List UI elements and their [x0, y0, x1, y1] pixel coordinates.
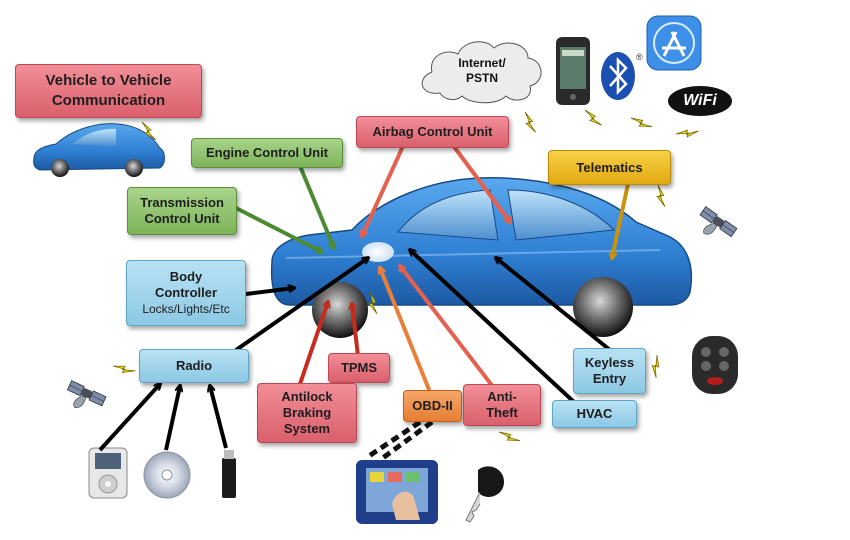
radio-box: Radio [139, 349, 249, 383]
obd-ii-box: OBD-II [403, 390, 462, 422]
v2v-communication-box: Vehicle to Vehicle Communication [15, 64, 202, 118]
obd-cable [364, 419, 422, 461]
cloud-shape [421, 41, 542, 104]
car-key-icon [465, 466, 504, 523]
key-fob-icon [692, 336, 738, 394]
satellite-icon [61, 380, 107, 419]
usb-drive-icon [222, 450, 236, 498]
airbag-control-unit-box: Airbag Control Unit [356, 116, 509, 148]
wifi-icon [668, 86, 732, 116]
ipod-icon [88, 447, 128, 499]
wifi-label: WiFi [683, 92, 717, 109]
body-controller-subtitle: Locks/Lights/Etc [142, 302, 230, 316]
body-controller-title: Body Controller [154, 269, 218, 300]
v2v-car-illustration [33, 123, 165, 177]
satellite-icon [692, 206, 738, 248]
bluetooth-registered-mark: ® [636, 52, 643, 62]
obd-cable [378, 419, 434, 463]
main-car-illustration [270, 177, 693, 306]
telematics-box: Telematics [548, 150, 671, 185]
diagnostic-tablet-icon [356, 460, 438, 524]
rear-wheel [573, 277, 633, 337]
internet-pstn-label: Internet/ PSTN [458, 56, 506, 85]
keyless-entry-box: Keyless Entry [573, 348, 646, 394]
tpms-box: TPMS [328, 353, 390, 383]
transmission-control-unit-box: Transmission Control Unit [127, 187, 237, 235]
body-controller-box: Body Controller Locks/Lights/Etc [126, 260, 246, 326]
engine-control-unit-box: Engine Control Unit [191, 138, 343, 168]
anti-theft-box: Anti- Theft [463, 384, 541, 426]
hvac-box: HVAC [552, 400, 637, 428]
bluetooth-icon [601, 52, 635, 100]
antilock-braking-system-box: Antilock Braking System [257, 383, 357, 443]
cd-icon [143, 451, 191, 499]
smartphone-icon [556, 37, 590, 105]
connection-arrows [98, 142, 630, 452]
app-store-icon [646, 15, 702, 71]
